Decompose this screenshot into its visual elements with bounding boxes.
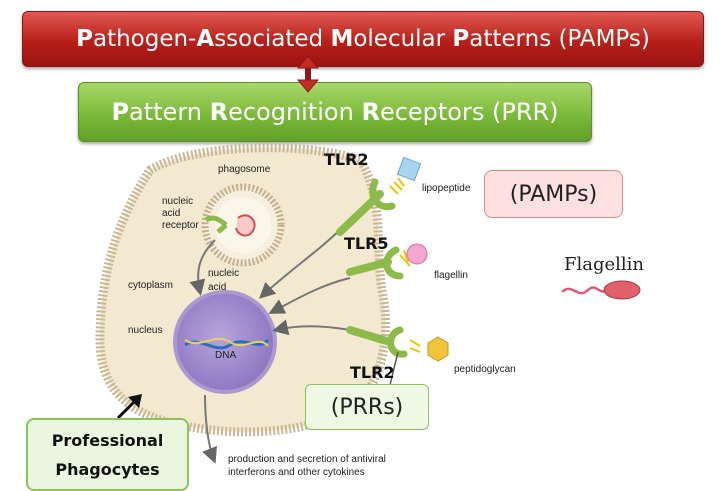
tlr2-bottom-label: TLR2 <box>350 363 395 382</box>
tlr2-top-label: TLR2 <box>324 150 369 169</box>
output-label-1: production and secretion of antiviral <box>228 454 386 465</box>
prr-title-initial-1: R <box>209 98 229 126</box>
professional-label: Professional <box>51 430 164 450</box>
phagocytes-label: Phagocytes <box>55 459 160 479</box>
phagosome-label: phagosome <box>218 164 271 175</box>
cytoplasm-label: cytoplasm <box>128 280 174 291</box>
nucleic-acid-receptor-label-2: acid <box>162 208 181 219</box>
tlr5-label: TLR5 <box>344 234 389 253</box>
output-label-2: interferons and other cytokines <box>228 467 365 478</box>
prr-title-initial-0: P <box>111 98 130 126</box>
phagosome <box>201 183 285 267</box>
prr-title-text-2: eceptors (PRR) <box>379 98 559 126</box>
nucleus-label: nucleus <box>128 325 163 336</box>
receptor-tlr2-top <box>336 178 396 236</box>
nucleic-acid-label-2: acid <box>208 282 227 293</box>
nucleic-acid-receptor-label-3: receptor <box>162 220 199 231</box>
pamp-title-initial-1: A <box>196 26 215 52</box>
pamp-title-text-3: atterns (PAMPs) <box>469 26 650 52</box>
pamps-callout: (PAMPs) <box>484 170 623 218</box>
prr-title-initial-2: R <box>361 98 380 126</box>
professional-phagocytes-callout: Professional Phagocytes <box>26 418 189 491</box>
prrs-callout: (PRRs) <box>305 384 429 430</box>
pamp-title-initial-2: M <box>330 26 354 52</box>
peptidoglycan-burst <box>409 339 421 353</box>
nucleic-acid-receptor-label-1: nucleic <box>162 196 194 207</box>
flagellin-ligand-label: flagellin <box>434 270 468 281</box>
lipopeptide-label: lipopeptide <box>422 183 471 194</box>
pamp-title-text-0: athogen- <box>92 26 197 52</box>
link-arrow <box>296 55 320 93</box>
peptidoglycan-ligand <box>427 336 449 362</box>
pamp-title-initial-0: P <box>76 26 93 52</box>
phagocyte-pointer <box>116 394 142 420</box>
flagellin-icon <box>561 280 641 300</box>
pamp-title-text-2: olecular <box>353 26 453 52</box>
lipopeptide-ligand <box>396 156 422 182</box>
nucleus <box>173 290 277 394</box>
flagellin-ligand <box>406 243 428 265</box>
flagellin-burst <box>399 249 411 267</box>
prr-title-text-1: ecognition <box>228 98 362 126</box>
peptidoglycan-label: peptidoglycan <box>454 364 516 375</box>
pamp-title-text-1: ssociated <box>214 26 331 52</box>
pamp-title-initial-3: P <box>452 26 470 52</box>
nucleic-acid-label-1: nucleic <box>208 268 240 279</box>
flagellin-callout: Flagellin <box>564 254 645 275</box>
lipopeptide-tail <box>389 177 405 195</box>
receptor-tlr2-bottom <box>346 326 408 386</box>
prr-title-text-0: attern <box>129 98 210 126</box>
dna-label: DNA <box>215 350 237 361</box>
receptor-tlr5 <box>346 246 404 280</box>
